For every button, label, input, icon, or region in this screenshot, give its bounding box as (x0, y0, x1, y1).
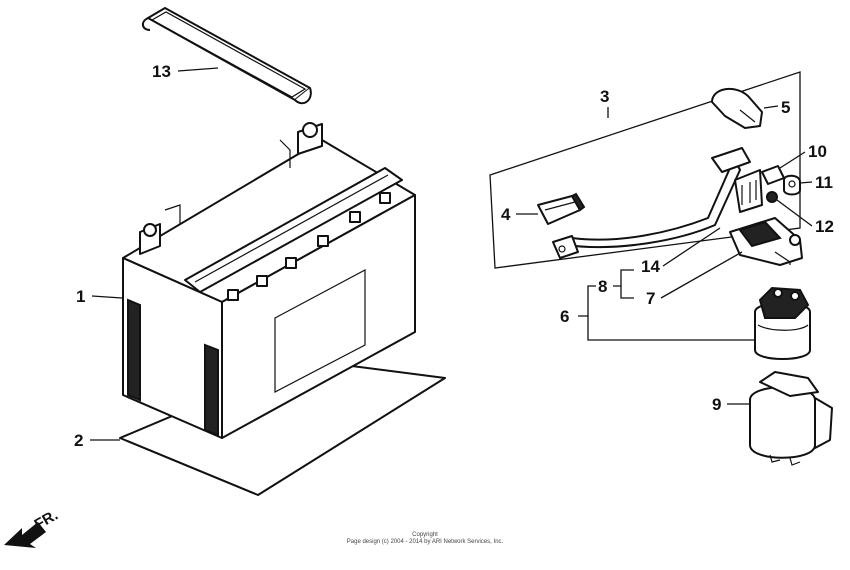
callout-12: 12 (815, 217, 834, 236)
callout-6: 6 (560, 307, 569, 326)
starter-relay-assembly-part (754, 286, 811, 360)
relay-cover-part (749, 371, 833, 466)
leader-lines (90, 67, 813, 441)
callout-3: 3 (600, 87, 609, 106)
callout-10: 10 (808, 142, 827, 161)
terminal-cap-part (711, 87, 763, 129)
callout-5: 5 (781, 98, 790, 117)
callout-labels: 13 1 2 3 4 5 10 11 12 14 7 8 6 9 (74, 62, 834, 450)
callout-11: 11 (815, 173, 833, 192)
terminal-block-part (734, 169, 763, 213)
copyright-line: Copyright (412, 532, 438, 538)
page-design-credit: Page design (c) 2004 - 2014 by ARI Netwo… (346, 539, 504, 545)
callout-4: 4 (501, 205, 511, 224)
terminal-cover-part (537, 192, 586, 225)
callout-7: 7 (646, 289, 655, 308)
cable-assembly-outline (489, 71, 801, 269)
washer-part (766, 191, 778, 203)
bolt-part (761, 165, 785, 185)
callout-9: 9 (712, 395, 721, 414)
callout-1: 1 (76, 287, 85, 306)
battery-part (122, 122, 416, 439)
callout-14: 14 (641, 257, 660, 276)
nut-part (783, 174, 801, 196)
starter-relay-body-part (729, 217, 803, 266)
battery-strap-part (142, 7, 312, 105)
callout-2: 2 (74, 431, 83, 450)
callout-13: 13 (152, 62, 171, 81)
battery-cable-part (552, 147, 751, 259)
callout-8: 8 (598, 277, 607, 296)
